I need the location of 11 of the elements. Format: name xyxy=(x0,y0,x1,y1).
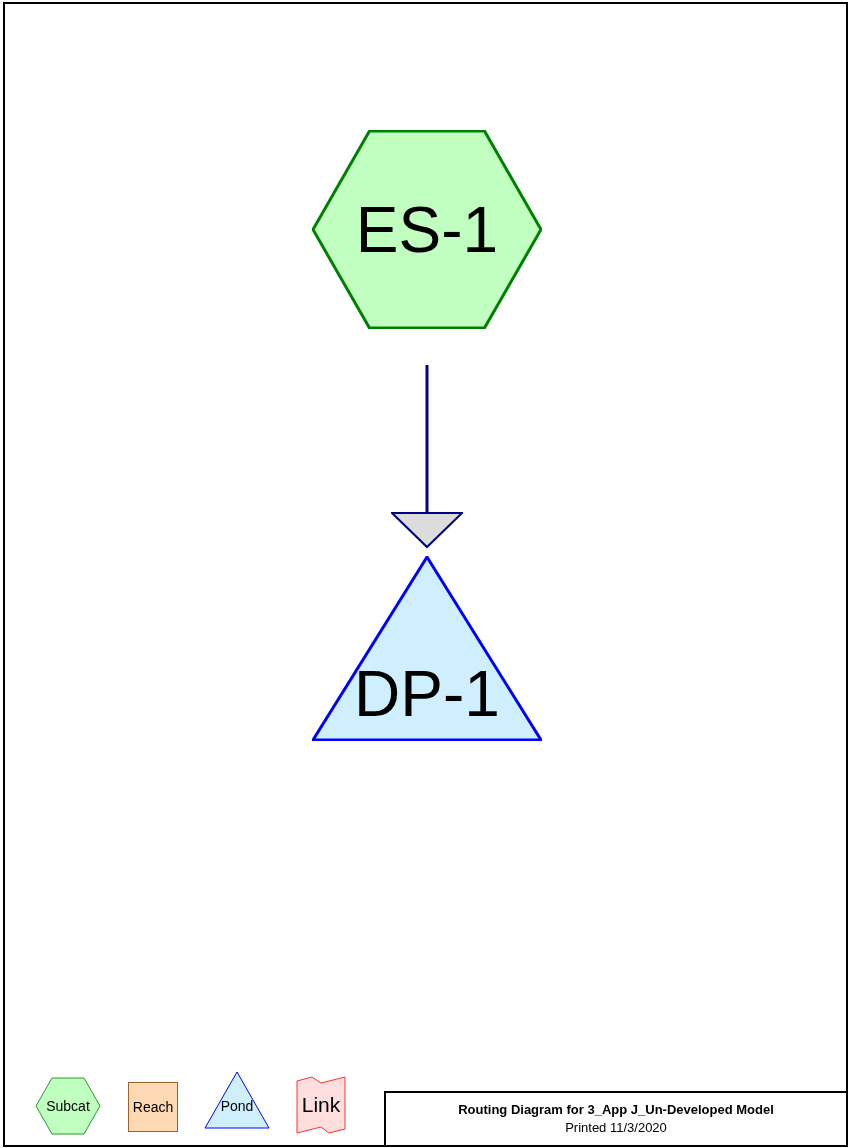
legend-label: Reach xyxy=(132,1097,174,1117)
node-label: ES-1 xyxy=(355,197,499,262)
node-label: DP-1 xyxy=(354,661,500,726)
legend-label: Link xyxy=(301,1092,341,1119)
legend-label: Pond xyxy=(220,1096,254,1116)
diagram-title: Routing Diagram for 3_App J_Un-Developed Model xyxy=(458,1101,774,1118)
pond-triangle xyxy=(312,556,542,741)
print-date: Printed 11/3/2020 xyxy=(565,1120,667,1137)
legend-label: Subcat xyxy=(46,1096,90,1116)
arrow xyxy=(391,365,463,548)
subcatchment-hexagon xyxy=(312,130,542,329)
